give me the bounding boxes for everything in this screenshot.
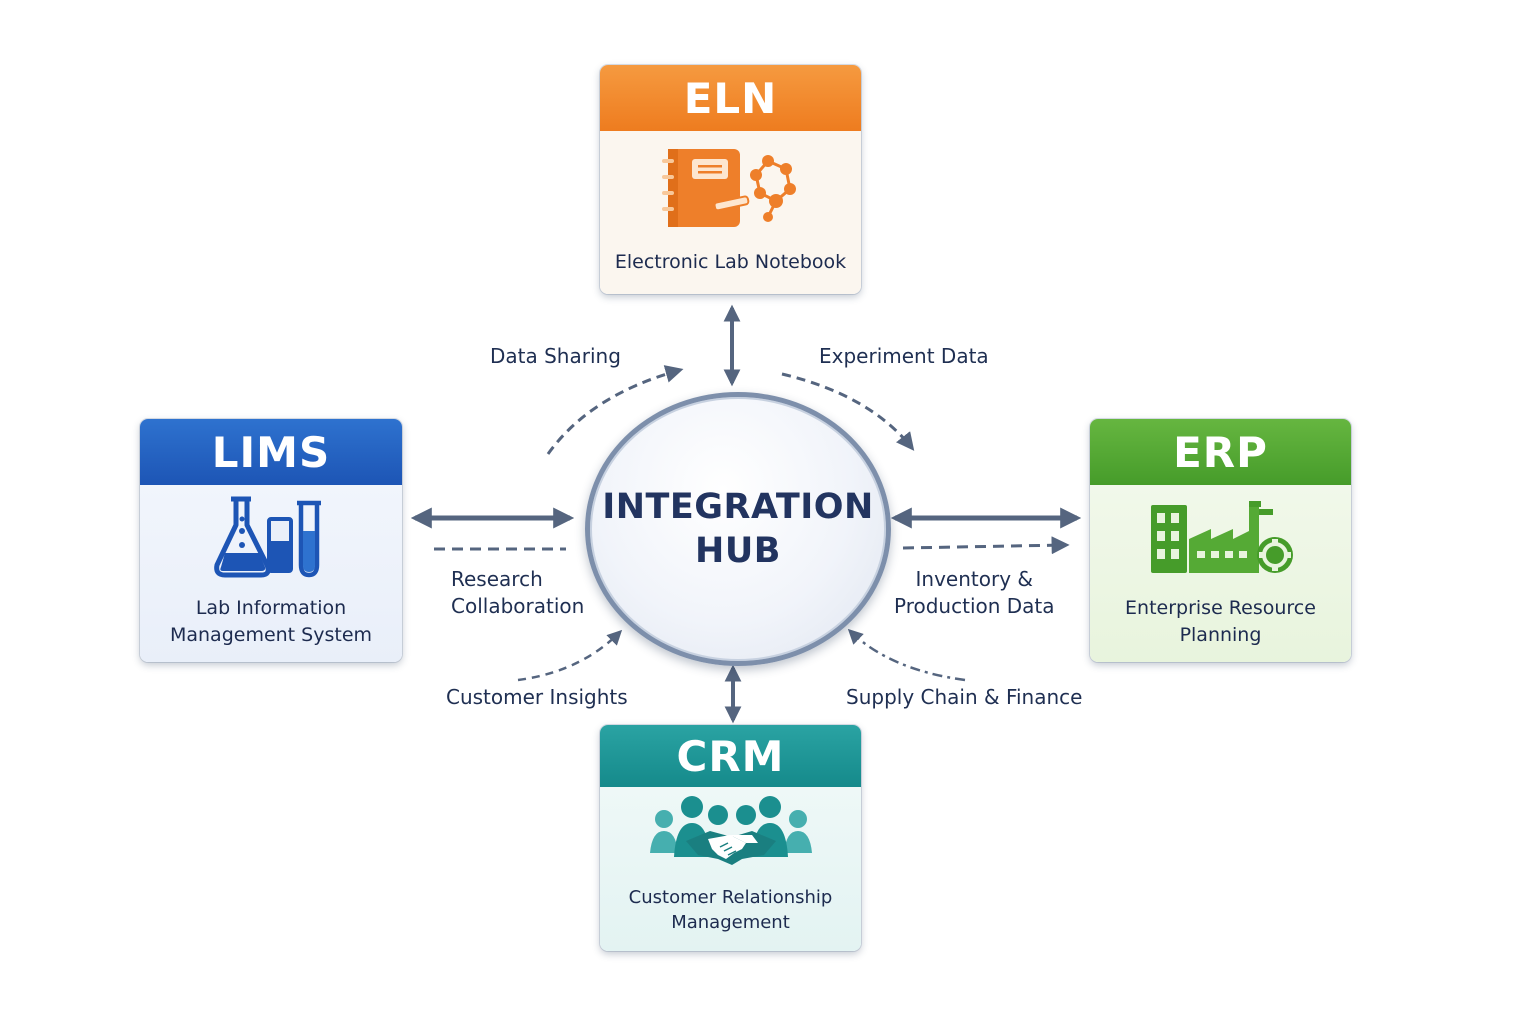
erp-title: ERP: [1090, 419, 1351, 485]
flow-label-customer-insights: Customer Insights: [446, 685, 628, 709]
supply-chain-dashed-arrow: [847, 628, 966, 682]
flow-label-experiment-data: Experiment Data: [819, 344, 989, 368]
notebook-molecule-icon: [600, 141, 861, 231]
eln-title: ELN: [600, 65, 861, 131]
customer-insights-dashed-arrow: [517, 629, 623, 682]
lab-flask-tubes-icon: [140, 495, 402, 579]
hub-title-line1: INTEGRATION: [602, 487, 874, 527]
flow-label-research-collaboration-line1: Research: [451, 567, 543, 591]
flow-label-data-sharing: Data Sharing: [490, 344, 621, 368]
lims-title: LIMS: [140, 419, 402, 485]
erp-description-line1: Enterprise Resource: [1125, 597, 1316, 619]
erp-description-line2: Planning: [1179, 624, 1262, 646]
people-handshake-icon: [600, 793, 861, 873]
crm-card[interactable]: CRM Customer Relationship Man: [600, 725, 861, 951]
crm-description-line1: Customer Relationship: [628, 887, 833, 908]
flow-label-inventory-line2: Production Data: [894, 594, 1055, 618]
lims-card[interactable]: LIMS Lab Information Management System: [140, 419, 402, 662]
eln-card[interactable]: ELN Electronic Lab Notebook: [600, 65, 861, 294]
integration-hub[interactable]: INTEGRATION HUB: [585, 392, 891, 666]
lims-description-line2: Management System: [169, 624, 373, 646]
hub-title-line2: HUB: [695, 531, 781, 571]
flow-label-supply-chain-finance: Supply Chain & Finance: [846, 685, 1083, 709]
erp-card[interactable]: ERP Enterprise Resource Planning: [1090, 419, 1351, 662]
data-sharing-dashed-arrow: [546, 365, 684, 455]
flow-label-inventory-line1: Inventory &: [915, 567, 1033, 591]
eln-description: Electronic Lab Notebook: [614, 251, 847, 273]
crm-title: CRM: [600, 725, 861, 787]
crm-description: Customer Relationship Management: [600, 885, 861, 935]
flow-label-inventory-production: Inventory & Production Data: [894, 566, 1055, 620]
experiment-data-dashed-arrow: [781, 372, 915, 451]
lims-description: Lab Information Management System: [140, 595, 402, 649]
erp-description: Enterprise Resource Planning: [1090, 595, 1351, 649]
inventory-dashed-arrow: [902, 536, 1070, 555]
flow-label-research-collaboration-line2: Collaboration: [451, 594, 585, 618]
flow-label-research-collaboration: Research Collaboration: [451, 566, 584, 620]
lims-description-line1: Lab Information: [195, 597, 347, 619]
crm-description-line2: Management: [671, 912, 790, 933]
factory-gear-icon: [1090, 495, 1351, 579]
